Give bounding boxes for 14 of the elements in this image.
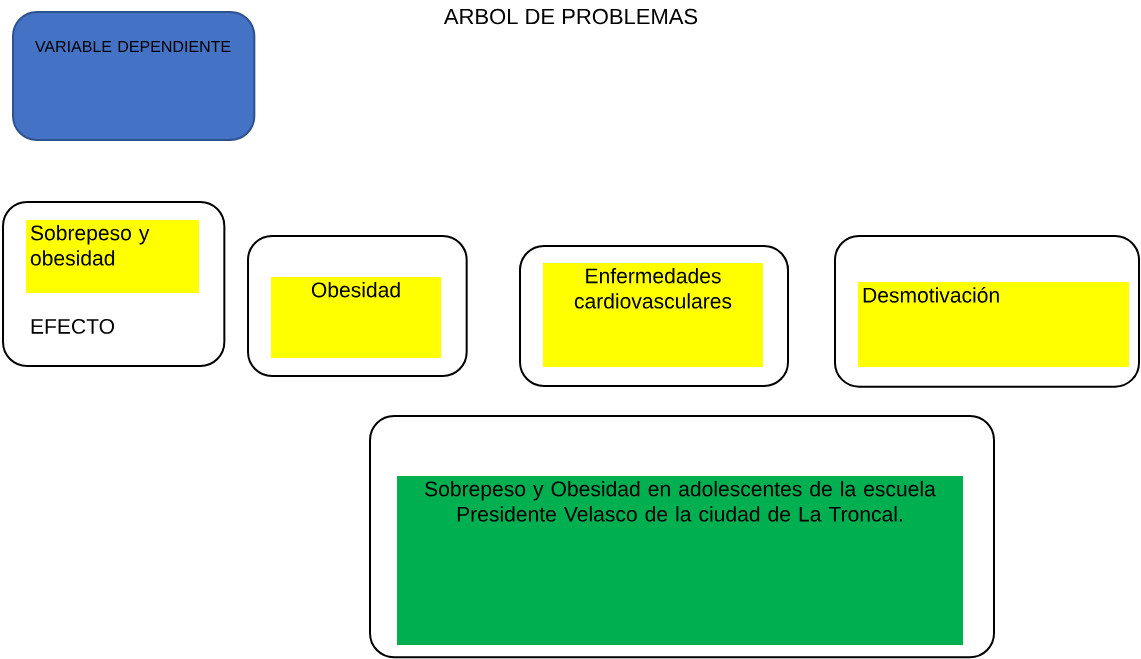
box-label: EFECTO [31,318,114,334]
highlighted-text: Enfermedades cardiovasculares [543,263,763,367]
box-label: VARIABLE DEPENDIENTE [34,40,231,52]
effect-box [834,235,1140,388]
effect-box [2,201,226,367]
highlighted-text: Obesidad [271,277,441,358]
problem-box [369,415,995,659]
highlighted-text: Desmotivación [858,282,1129,367]
title: ARBOL DE PROBLEMAS [443,8,698,25]
highlighted-text: Sobrepeso y Obesidad en adolescentes de la escuela Presidente Velasco de la ciudad de La Troncal. [397,476,963,645]
effect-box [519,245,789,387]
highlighted-text: Sobrepeso y obesidad [26,220,199,293]
effect-box [247,235,468,377]
variable-box [12,11,256,141]
